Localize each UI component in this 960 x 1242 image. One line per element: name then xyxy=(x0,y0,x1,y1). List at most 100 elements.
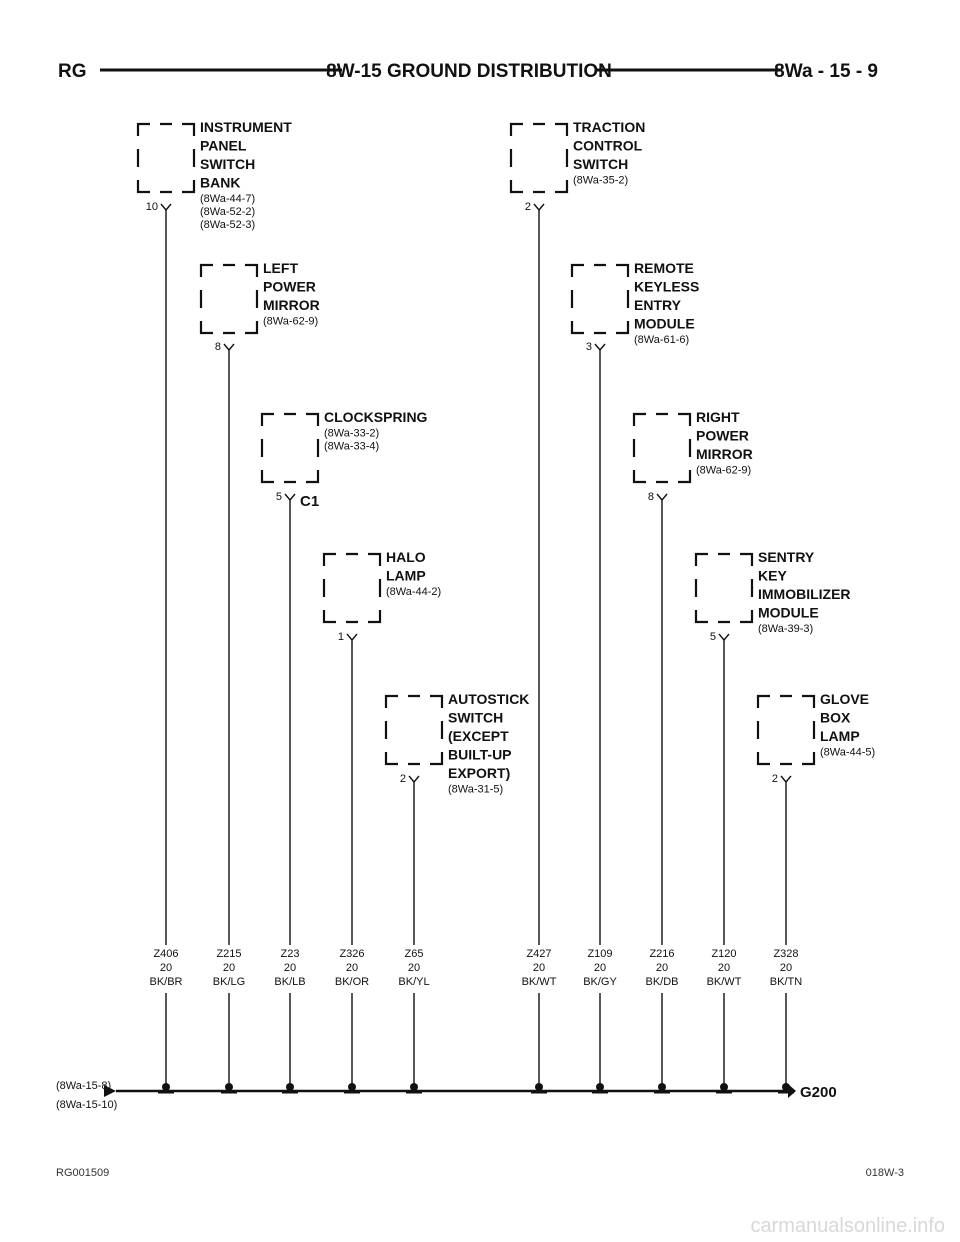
component-aut: AUTOSTICKSWITCH(EXCEPTBUILT-UPEXPORT)(8W… xyxy=(384,691,529,1094)
wire-gauge: 20 xyxy=(780,962,792,974)
component-title-line: MODULE xyxy=(634,316,695,332)
wire-color: BK/YL xyxy=(398,976,429,988)
component-title-line: EXPORT) xyxy=(448,765,510,781)
component-ref: (8Wa-35-2) xyxy=(573,175,628,187)
wire-circuit: Z326 xyxy=(339,948,364,960)
component-box xyxy=(136,122,196,194)
pin-connector-icon xyxy=(284,493,296,502)
component-title-line: LAMP xyxy=(820,728,860,744)
component-title-line: AUTOSTICK xyxy=(448,691,529,707)
component-title-line: KEYLESS xyxy=(634,279,699,295)
component-title-line: BANK xyxy=(200,175,240,191)
component-ref: (8Wa-33-2) xyxy=(324,428,379,440)
header-right: 8Wa - 15 - 9 xyxy=(774,61,878,82)
wire-color: BK/BR xyxy=(149,976,182,988)
component-title-line: MIRROR xyxy=(263,297,320,313)
component-title-line: LEFT xyxy=(263,260,298,276)
component-title-line: LAMP xyxy=(386,568,426,584)
pin-connector-icon xyxy=(346,633,358,642)
component-title-line: TRACTION xyxy=(573,119,645,135)
wire-circuit: Z23 xyxy=(281,948,300,960)
component-title-line: SWITCH xyxy=(448,710,503,726)
wire-gauge: 20 xyxy=(284,962,296,974)
wire-gauge: 20 xyxy=(223,962,235,974)
connector-label: C1 xyxy=(300,493,319,510)
component-ref: (8Wa-39-3) xyxy=(758,623,813,635)
component-title-line: IMMOBILIZER xyxy=(758,586,851,602)
component-ref: (8Wa-31-5) xyxy=(448,784,503,796)
component-ref: (8Wa-44-2) xyxy=(386,586,441,598)
footer-right: 018W-3 xyxy=(866,1167,904,1179)
component-title-line: KEY xyxy=(758,568,787,584)
wire-circuit: Z328 xyxy=(773,948,798,960)
bus-ref: (8Wa-15-10) xyxy=(56,1099,117,1111)
pin-connector-icon xyxy=(780,775,792,784)
component-title-line: PANEL xyxy=(200,138,247,154)
wire-gauge: 20 xyxy=(718,962,730,974)
component-title-line: CLOCKSPRING xyxy=(324,409,428,425)
header-left: RG xyxy=(58,61,87,82)
bus-ref: (8Wa-15-8) xyxy=(56,1080,111,1092)
component-box xyxy=(570,263,630,335)
component-title-line: HALO xyxy=(386,549,426,565)
pin-number: 5 xyxy=(710,631,716,643)
wire-circuit: Z427 xyxy=(526,948,551,960)
pin-connector-icon xyxy=(408,775,420,784)
component-title-line: CONTROL xyxy=(573,138,643,154)
component-title-line: POWER xyxy=(263,279,316,295)
components: INSTRUMENTPANELSWITCHBANK(8Wa-44-7)(8Wa-… xyxy=(136,119,875,1094)
footer-left: RG001509 xyxy=(56,1167,109,1179)
wire-labels: Z406 20 BK/BR Z215 20 BK/LG Z23 20 BK/LB… xyxy=(149,948,802,988)
watermark: carmanualsonline.info xyxy=(750,1215,945,1237)
splice-dot xyxy=(348,1083,356,1091)
wire-color: BK/WT xyxy=(707,976,742,988)
pin-number: 2 xyxy=(400,773,406,785)
pin-number: 5 xyxy=(276,491,282,503)
component-ref: (8Wa-33-4) xyxy=(324,441,379,453)
pin-number: 1 xyxy=(338,631,344,643)
wire-color: BK/LB xyxy=(274,976,305,988)
wire-circuit: Z120 xyxy=(711,948,736,960)
wire-gauge: 20 xyxy=(533,962,545,974)
wire-gauge: 20 xyxy=(656,962,668,974)
pin-number: 2 xyxy=(525,201,531,213)
pin-number: 2 xyxy=(772,773,778,785)
wire-color: BK/OR xyxy=(335,976,369,988)
pin-connector-icon xyxy=(223,343,235,352)
component-title-line: SWITCH xyxy=(573,156,628,172)
wire-color: BK/DB xyxy=(645,976,678,988)
wire-circuit: Z65 xyxy=(405,948,424,960)
component-box xyxy=(509,122,569,194)
wire-color: BK/TN xyxy=(770,976,802,988)
component-title-line: GLOVE xyxy=(820,691,869,707)
component-title-line: REMOTE xyxy=(634,260,694,276)
wire-circuit: Z216 xyxy=(649,948,674,960)
wire-gauge: 20 xyxy=(408,962,420,974)
component-ref: (8Wa-52-2) xyxy=(200,206,255,218)
wire-color: BK/LG xyxy=(213,976,245,988)
wire-gauge: 20 xyxy=(346,962,358,974)
component-box xyxy=(756,694,816,766)
splice-dot xyxy=(658,1083,666,1091)
pin-number: 8 xyxy=(648,491,654,503)
component-box xyxy=(260,412,320,484)
component-title-line: INSTRUMENT xyxy=(200,119,292,135)
component-ref: (8Wa-52-3) xyxy=(200,219,255,231)
pin-number: 10 xyxy=(146,201,158,213)
pin-connector-icon xyxy=(656,493,668,502)
ground-point-icon xyxy=(788,1084,796,1098)
wire-color: BK/WT xyxy=(522,976,557,988)
page-title: 8W-15 GROUND DISTRIBUTION xyxy=(326,61,612,82)
wire-circuit: Z109 xyxy=(587,948,612,960)
ground-label: G200 xyxy=(800,1084,837,1101)
splice-dot xyxy=(535,1083,543,1091)
component-title-line: MODULE xyxy=(758,605,819,621)
component-title-line: RIGHT xyxy=(696,409,740,425)
